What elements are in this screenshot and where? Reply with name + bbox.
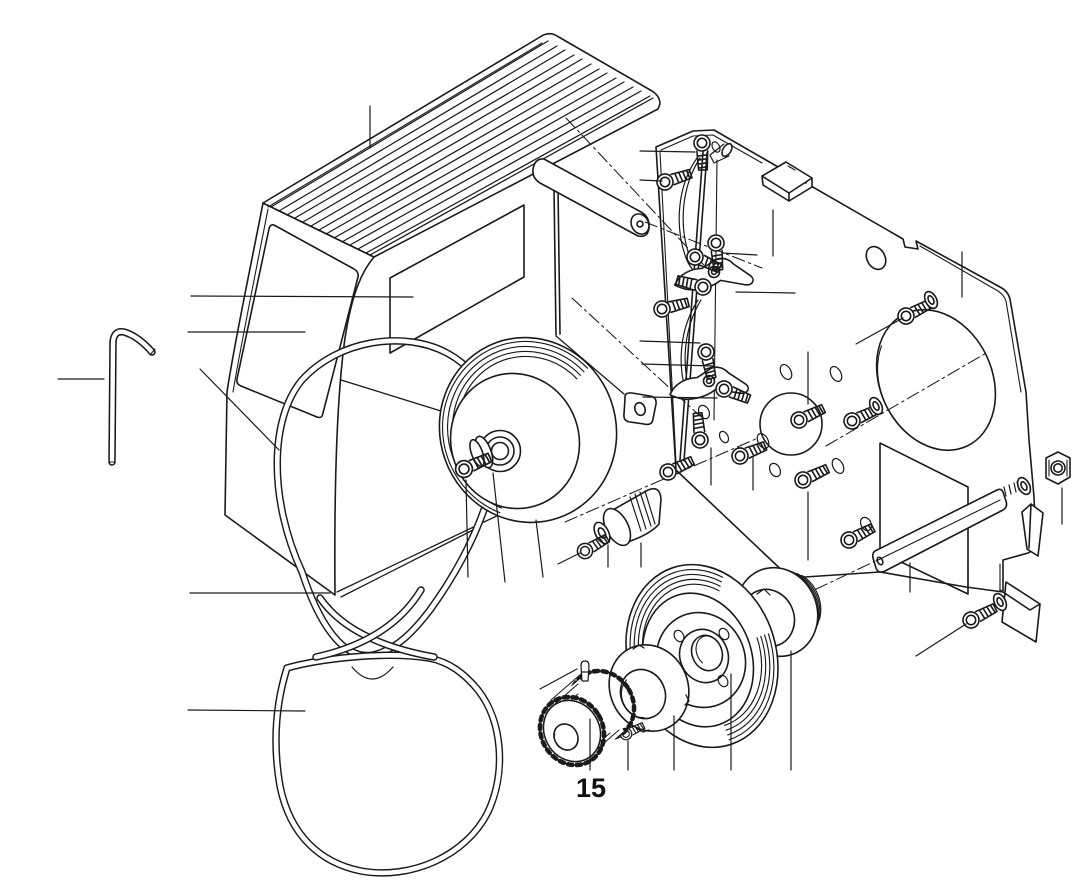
housing-top-cover [262, 32, 661, 258]
panel-cutout-edge [967, 562, 1001, 591]
housing-window-opening [236, 224, 359, 419]
motor-pulley [438, 336, 618, 524]
housing-mounting-lug [623, 392, 657, 426]
screw [959, 599, 1000, 632]
housing-edge-highlights [232, 42, 543, 393]
motor-mount-bore [759, 392, 823, 456]
pivot-rail [679, 151, 708, 462]
panel-foot-bracket [999, 581, 1041, 643]
leader-lines [57, 105, 1063, 771]
panel-latch-block [761, 161, 813, 202]
panel-slot-hole [865, 245, 887, 271]
housing-bottom-edges [336, 335, 625, 598]
panel-tab-block [1021, 503, 1044, 557]
driven-pulley-assembly [537, 563, 822, 768]
part-number-callout: 15 [576, 773, 606, 803]
support-rod [871, 474, 1034, 573]
panel-rect-window [879, 442, 969, 595]
allen-key-tool [108, 327, 156, 466]
hex-nut [1045, 451, 1071, 485]
gear-key-pin [580, 660, 590, 682]
tensioner-pivot-column [651, 133, 769, 484]
screw [573, 530, 612, 563]
cover-cooling-ribs [270, 40, 654, 256]
housing-rear-edge [553, 186, 561, 336]
housing-label-plate [389, 204, 525, 354]
panel-small-holes [697, 141, 873, 532]
countersunk-screw [709, 142, 733, 164]
roller-pin [532, 158, 650, 238]
timing-gear-15 [537, 668, 637, 768]
spacer-sleeve-assembly [573, 487, 662, 563]
panel-outline [655, 129, 1037, 593]
machine-housing [224, 32, 661, 598]
